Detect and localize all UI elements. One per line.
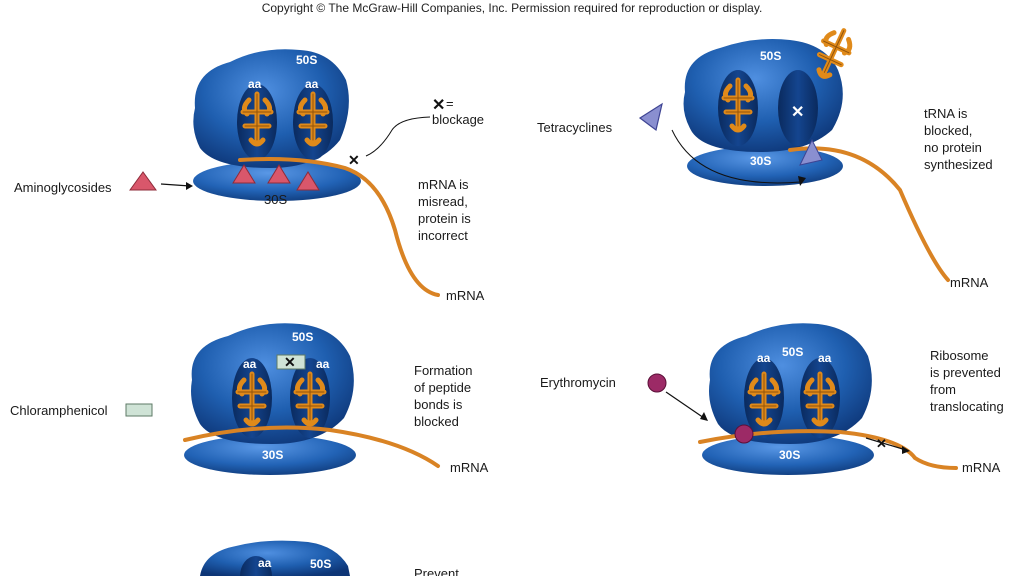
erythromycin-bound — [734, 424, 754, 444]
x-icon: ✕ — [348, 152, 360, 168]
panel-tetracyclines: ✕ 50S 30S Tetracyclines tRNA is blocked,… — [537, 25, 993, 290]
panel-erythromycin: 50S aa aa 30S Erythromycin ✕ Ribosome is… — [540, 323, 1004, 475]
large-subunit — [200, 540, 350, 576]
label-50s: 50S — [296, 53, 317, 67]
effect-line-3: protein is — [418, 211, 471, 226]
label-aa-1: aa — [248, 77, 262, 91]
blockage-eq: = — [446, 96, 454, 111]
effect-line-1: Ribosome — [930, 348, 989, 363]
drug-label-aminoglycosides: Aminoglycosides — [14, 180, 112, 195]
mrna-label: mRNA — [950, 275, 989, 290]
mrna-label: mRNA — [962, 460, 1001, 475]
label-30s: 30S — [750, 154, 771, 168]
effect-line-3: from — [930, 382, 956, 397]
effect-line-1: Formation — [414, 363, 473, 378]
effect-line-3: bonds is — [414, 397, 463, 412]
aminoglycoside-icon — [129, 171, 157, 191]
mrna-strand — [183, 425, 440, 468]
label-50s: 50S — [292, 330, 313, 344]
x-icon: ✕ — [791, 104, 804, 121]
blockage-label: blockage — [432, 112, 484, 127]
erythromycin-icon — [647, 373, 667, 393]
label-aa-2: aa — [316, 357, 330, 371]
label-aa: aa — [258, 556, 272, 570]
effect-line-1: tRNA is — [924, 106, 968, 121]
x-icon: ✕ — [284, 354, 296, 370]
label-50s: 50S — [760, 49, 781, 63]
effect-line-4: blocked — [414, 414, 459, 429]
mrna-strand — [698, 429, 958, 470]
copyright-notice: Copyright © The McGraw-Hill Companies, I… — [261, 1, 763, 15]
label-aa-1: aa — [243, 357, 257, 371]
tetracycline-icon — [638, 102, 663, 132]
mrna-strand — [238, 157, 440, 297]
large-subunit — [709, 323, 872, 444]
label-aa-2: aa — [818, 351, 832, 365]
effect-line-2: is prevented — [930, 365, 1001, 380]
label-aa-1: aa — [757, 351, 771, 365]
label-50s: 50S — [310, 557, 331, 571]
effect-line-3: no protein — [924, 140, 982, 155]
x-icon: ✕ — [432, 97, 445, 114]
small-subunit — [702, 435, 874, 475]
label-aa-2: aa — [305, 77, 319, 91]
effect-line-4: incorrect — [418, 228, 468, 243]
drug-label-tetracyclines: Tetracyclines — [537, 120, 613, 135]
mrna-label: mRNA — [450, 460, 489, 475]
label-30s: 30S — [779, 448, 800, 462]
panel-chloramphenicol: ✕ 50S aa aa 30S Chloramphenicol Formatio… — [10, 323, 489, 475]
drug-label-chloramphenicol: Chloramphenicol — [10, 403, 108, 418]
effect-line-1: mRNA is — [418, 177, 469, 192]
label-30s: 30S — [262, 448, 283, 462]
panel-aminoglycosides: 50S aa aa 30S Aminoglycosides ✕ = blocka… — [14, 49, 485, 303]
label-30s: 30S — [264, 192, 287, 207]
x-icon: ✕ — [876, 436, 887, 451]
effect-line-2: of peptide — [414, 380, 471, 395]
effect-line-2: blocked, — [924, 123, 972, 138]
chloramphenicol-icon — [125, 403, 153, 417]
chloramphenicol-block — [276, 354, 306, 370]
mrna-strand — [788, 146, 950, 282]
effect-line-4: translocating — [930, 399, 1004, 414]
small-subunit — [184, 435, 356, 475]
effect-line-2: misread, — [418, 194, 468, 209]
drug-label-erythromycin: Erythromycin — [540, 375, 616, 390]
label-50s: 50S — [782, 345, 803, 359]
effect-line-4: synthesized — [924, 157, 993, 172]
panel-bottom-partial: aa 50S Prevent — [200, 540, 459, 576]
effect-partial: Prevent — [414, 566, 459, 576]
mrna-label: mRNA — [446, 288, 485, 303]
